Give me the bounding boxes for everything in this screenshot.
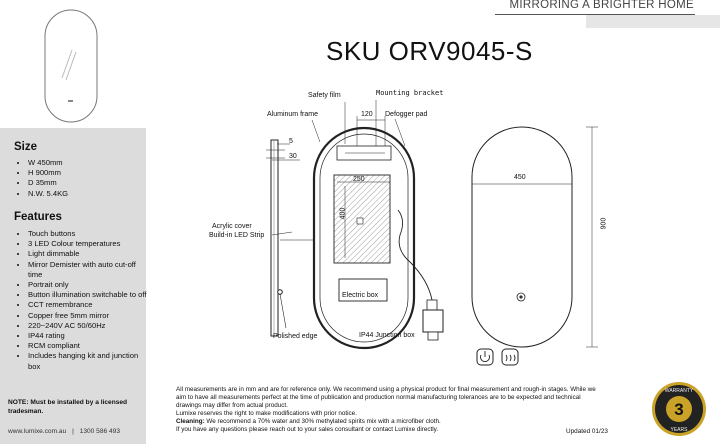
feature-item: Light dimmable	[28, 249, 148, 259]
warranty-top-text: WARRANTY	[665, 388, 694, 394]
feature-item: IP44 rating	[28, 331, 148, 341]
size-item: H 900mm	[28, 168, 68, 178]
label-dim-5: 5	[289, 138, 293, 145]
feature-item: RCM compliant	[28, 341, 148, 351]
rear-view	[271, 100, 444, 350]
label-led-strip: Build-in LED Strip	[209, 232, 265, 239]
header-box	[586, 15, 720, 28]
header-divider	[495, 14, 695, 15]
label-mounting-bracket: Mounting bracket	[376, 89, 444, 97]
size-item: N.W. 5.4KG	[28, 189, 68, 199]
disclaimer-measurements: All measurements are in mm and are for r…	[176, 386, 596, 410]
warranty-bottom-text: YEARS	[671, 427, 689, 433]
phone-number: 1300 586 493	[79, 428, 121, 435]
side-view	[266, 139, 287, 337]
size-item: W 450mm	[28, 158, 68, 168]
label-aluminum-frame: Aluminum frame	[267, 111, 318, 118]
label-polished-edge: Polished edge	[273, 333, 318, 340]
sku-title: SKU ORV9045-S	[326, 36, 533, 66]
spec-panel	[0, 128, 146, 444]
disclaimer-modifications: Lumixe reserves the right to make modifi…	[176, 410, 357, 418]
disclaimer-contact: If you have any questions please reach o…	[176, 426, 439, 434]
features-title: Features	[14, 211, 62, 223]
features-list: Touch buttons 3 LED Colour temperatures …	[14, 229, 148, 372]
size-list: W 450mm H 900mm D 35mm N.W. 5.4KG	[14, 158, 68, 199]
disclaimer-cleaning: Cleaning: We recommend a 70% water and 3…	[176, 418, 606, 426]
label-dim-250: 250	[353, 176, 365, 183]
size-title: Size	[14, 141, 38, 153]
front-view	[471, 126, 598, 348]
feature-item: Touch buttons	[28, 229, 148, 239]
power-icon	[476, 348, 494, 366]
feature-item: 220~240V AC 50/60Hz	[28, 321, 148, 331]
feature-item: Mirror Demister with auto cut-off time	[28, 260, 148, 280]
label-electric-box: Electric box	[342, 292, 379, 299]
product-thumbnail-area	[0, 0, 146, 128]
feature-item: Portrait only	[28, 280, 148, 290]
label-acrylic-cover: Acrylic cover	[212, 223, 252, 230]
footer-contact: www.lumixe.com.au | 1300 586 493	[8, 428, 120, 435]
label-dim-120: 120	[361, 111, 373, 118]
install-note: NOTE: Must be installed by a licensed tr…	[8, 399, 128, 415]
warranty-number: 3	[674, 400, 683, 419]
separator: |	[72, 428, 74, 435]
demister-icon	[501, 348, 519, 366]
power-icon-symbol	[480, 354, 490, 362]
website-link[interactable]: www.lumixe.com.au	[8, 428, 67, 435]
label-dim-30: 30	[289, 153, 297, 160]
warranty-badge-icon: 3 WARRANTY YEARS	[652, 382, 706, 436]
label-dim-900: 900	[600, 217, 608, 230]
feature-item: Includes hanging kit and junction box	[28, 351, 148, 371]
cleaning-text: We recommend a 70% water and 30% methyla…	[204, 418, 441, 426]
feature-item: Copper free 5mm mirror	[28, 311, 148, 321]
size-item: D 35mm	[28, 178, 68, 188]
brand-tagline: MIRRORING A BRIGHTER HOME	[509, 0, 694, 11]
feature-item: 3 LED Colour temperatures	[28, 239, 148, 249]
mirror-thumbnail	[44, 9, 98, 123]
feature-item: Button illumination switchable to off	[28, 290, 148, 300]
feature-item: CCT remembrance	[28, 300, 148, 310]
label-dim-400: 400	[339, 207, 347, 220]
label-defogger-pad: Defogger pad	[385, 111, 428, 118]
updated-date: Updated 01/23	[566, 428, 608, 435]
disclaimer: All measurements are in mm and are for r…	[176, 386, 606, 435]
cleaning-label: Cleaning:	[176, 418, 205, 426]
label-dim-450: 450	[514, 174, 526, 181]
touch-icons	[476, 348, 519, 366]
label-safety-film: Safety film	[308, 92, 341, 99]
label-junction-box: IP44 Junction box	[359, 332, 415, 339]
